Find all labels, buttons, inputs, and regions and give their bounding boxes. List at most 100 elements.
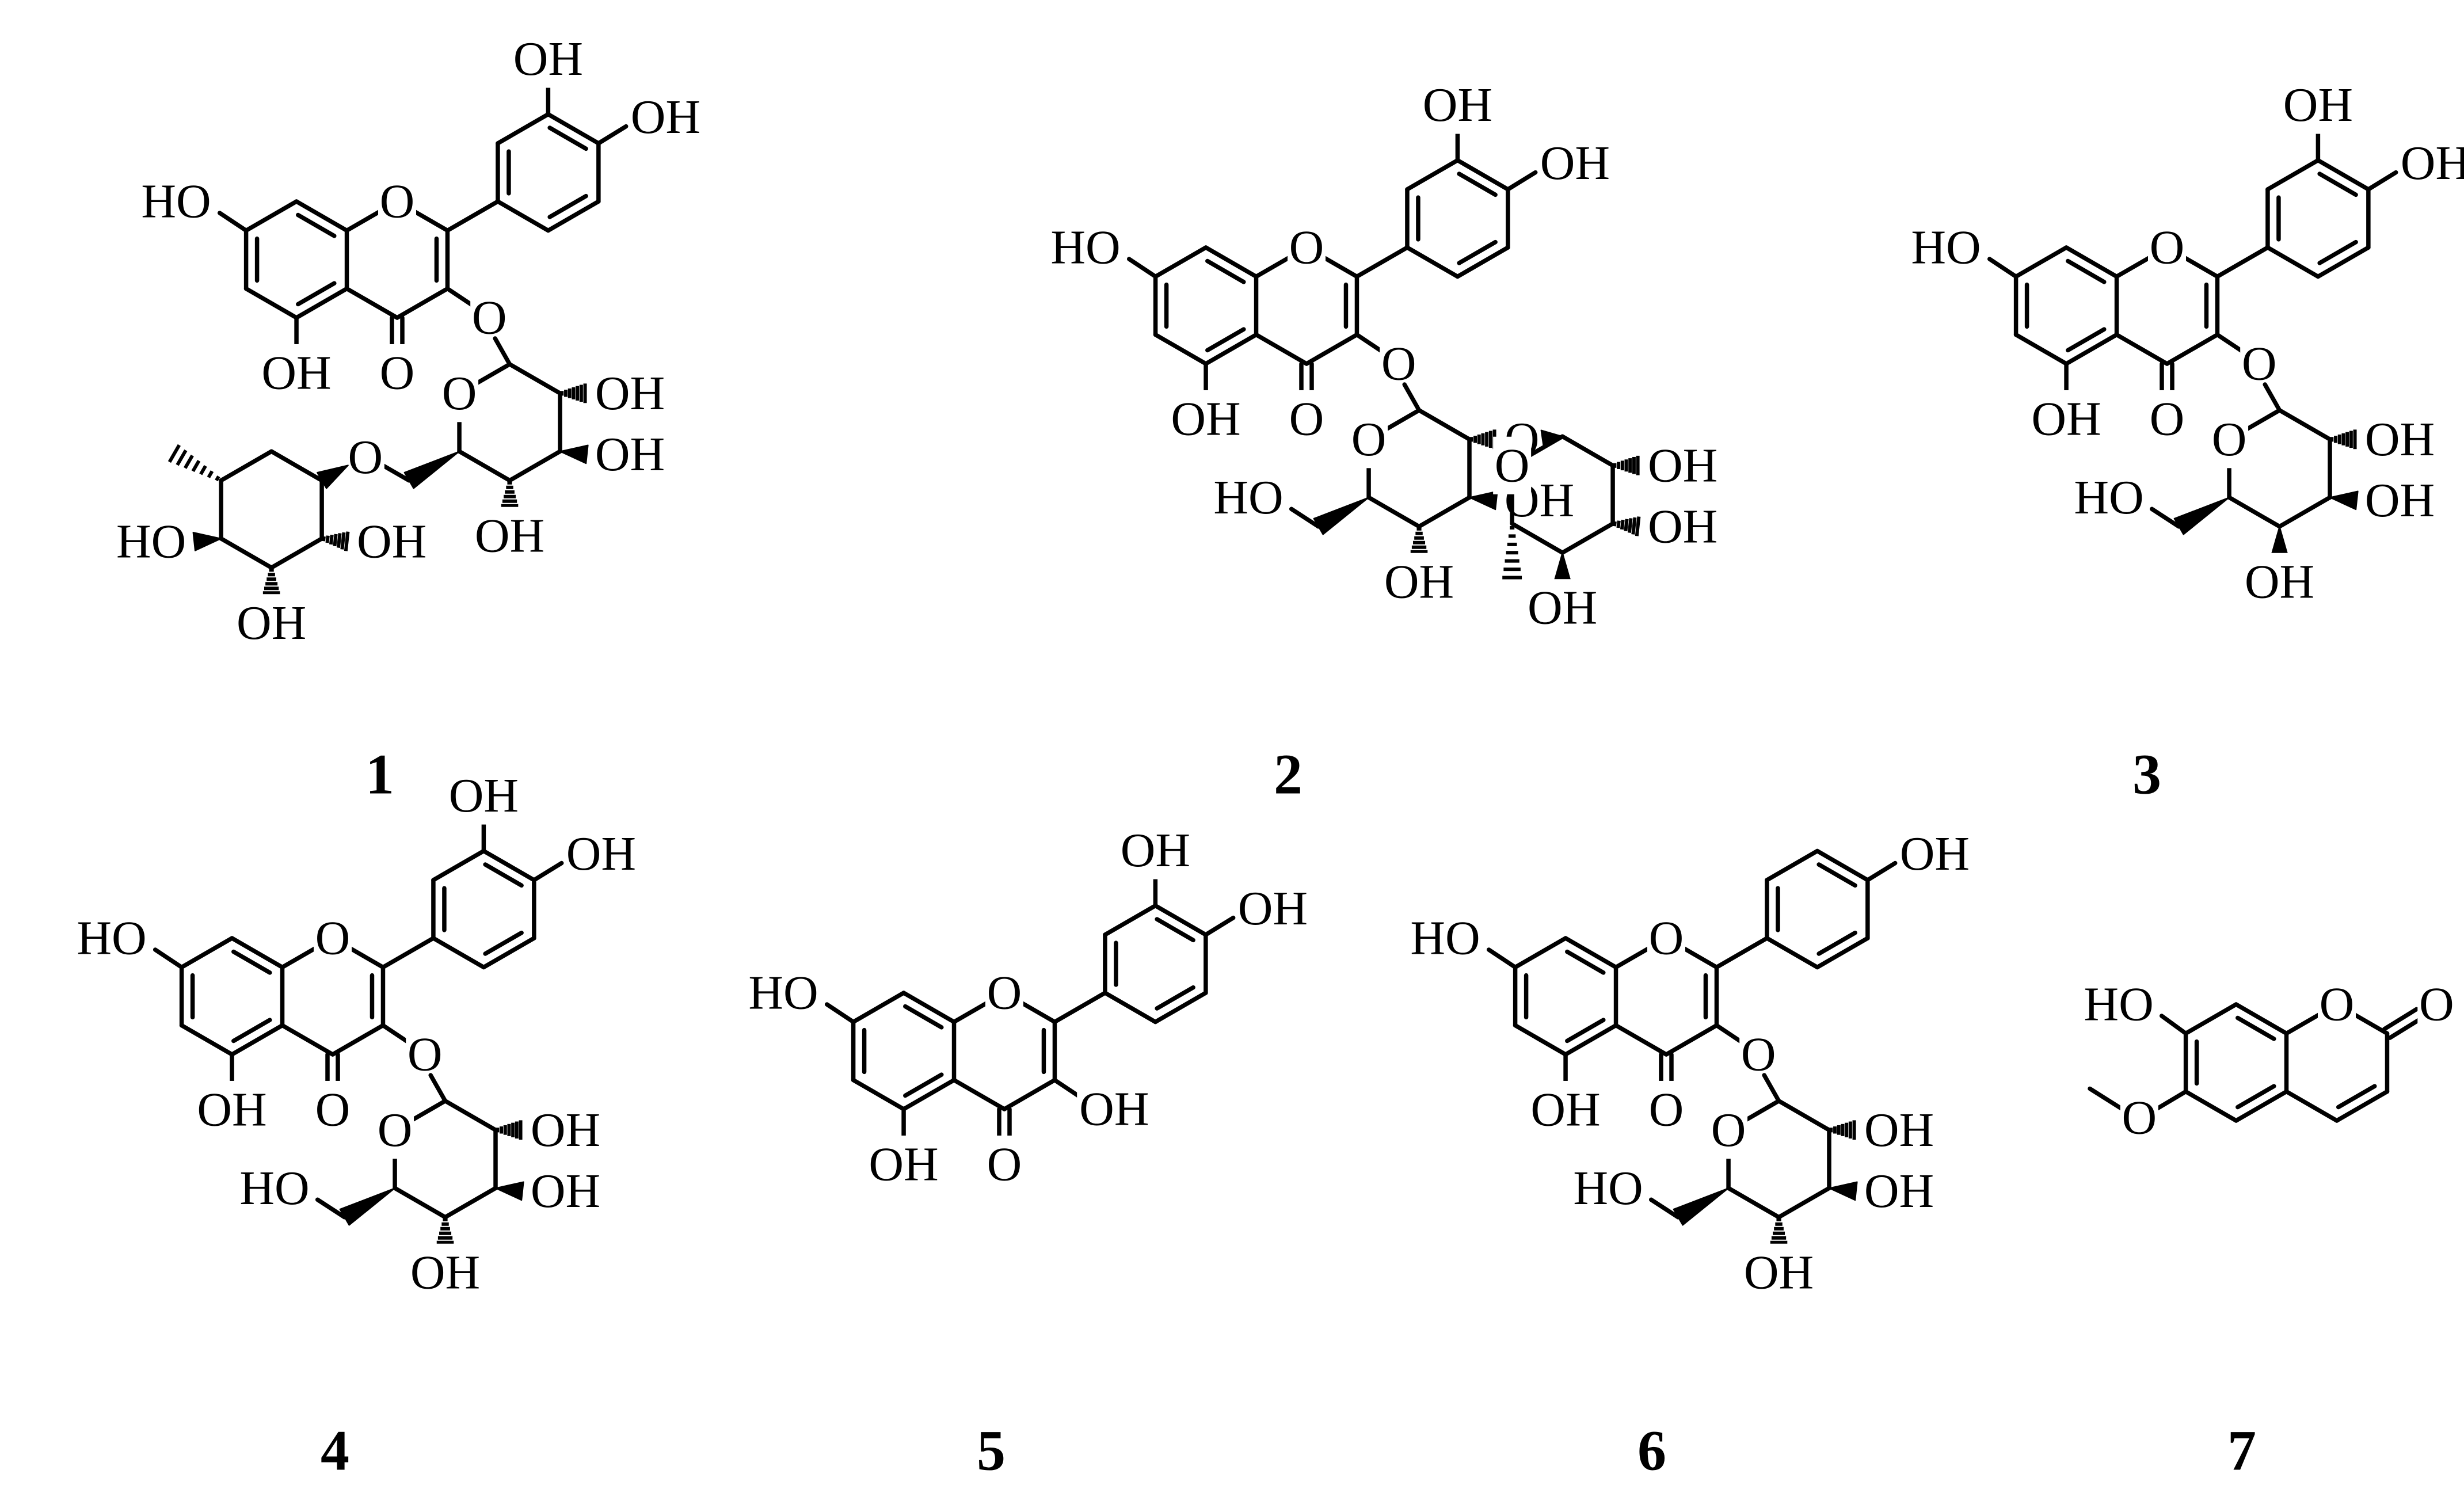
bond <box>1402 382 1422 413</box>
hydroxyl-label: OH <box>261 346 331 399</box>
atom-label-background <box>2318 976 2356 1033</box>
hashed-bond <box>1613 455 1640 475</box>
bond <box>2265 245 2321 279</box>
hash-mark <box>199 465 207 475</box>
bond <box>901 1077 957 1111</box>
hydroxyl-label: OH <box>1648 500 1717 553</box>
bond <box>2366 170 2398 192</box>
bond <box>1103 903 1158 937</box>
hydroxyl-label: OH <box>1530 1083 1600 1136</box>
atom-label-background <box>1897 825 1978 883</box>
atom-label-background <box>985 964 1023 1022</box>
atom-label-background <box>1380 335 1418 393</box>
hash-mark <box>340 532 346 550</box>
hydroxyl-label: HO <box>1050 221 1120 275</box>
bond <box>493 336 512 367</box>
atom-label-background <box>2210 410 2249 469</box>
oxygen-atom-label: O <box>472 291 507 345</box>
hydroxyl-label: OH <box>1900 827 1970 881</box>
double-bond-line <box>2317 239 2358 265</box>
bond <box>2165 332 2220 366</box>
bond <box>179 1023 234 1057</box>
double-bond-line <box>231 949 272 975</box>
bond <box>1506 170 1538 192</box>
wedge-bond <box>339 1187 396 1226</box>
oxygen-atom-label: O <box>315 1083 351 1136</box>
atom-label-background <box>1709 1101 1748 1159</box>
bond <box>1153 991 1208 1025</box>
double-bond-line <box>1816 862 1857 888</box>
bond <box>2183 1002 2238 1036</box>
hashed-bond <box>496 1120 523 1140</box>
bond <box>431 848 486 882</box>
hydroxyl-label: OH <box>410 1246 480 1299</box>
bond <box>294 286 349 320</box>
hydroxyl-label: HO <box>2074 471 2143 524</box>
bond <box>2316 245 2371 279</box>
hydroxyl-label: OH <box>1648 439 1717 492</box>
atom-label-background <box>2239 553 2320 611</box>
hash-mark <box>322 536 326 542</box>
hydroxyl-label: OH <box>566 827 636 881</box>
hash-mark <box>1635 516 1641 536</box>
bond <box>179 936 234 970</box>
bond <box>1052 991 1107 1025</box>
bond <box>507 449 562 483</box>
double-bond-line <box>296 212 337 238</box>
wedge-bond <box>1829 1181 1858 1201</box>
hash-mark <box>215 475 220 482</box>
bond <box>481 848 536 882</box>
hydroxyl-label: HO <box>2084 978 2153 1031</box>
bond <box>546 199 601 233</box>
bond <box>1513 936 1568 970</box>
double-bond-line <box>1457 172 1498 197</box>
hydroxyl-label: HO <box>748 966 818 1020</box>
double-bond-line <box>1565 1018 1606 1044</box>
bond <box>2234 1002 2289 1036</box>
bond <box>2160 1014 2188 1036</box>
wedge-bond <box>495 1181 524 1201</box>
hashed-bond <box>560 383 587 403</box>
atom-label-background <box>1564 1159 1646 1217</box>
bond <box>1776 1099 1831 1133</box>
hashed-bond <box>322 531 350 551</box>
hash-mark <box>191 459 201 473</box>
compound-label-5: 5 <box>977 1419 1006 1483</box>
hydroxyl-label: HO <box>1410 912 1480 965</box>
hydroxyl-label: OH <box>1079 1083 1149 1136</box>
bond <box>507 362 562 396</box>
hydroxyl-label: OH <box>357 515 426 568</box>
hydroxyl-label: HO <box>1573 1162 1643 1215</box>
oxygen-atom-label: O <box>1495 439 1530 492</box>
oxygen-atom-label: O <box>987 1137 1022 1191</box>
oxygen-atom-label: O <box>408 1028 443 1081</box>
bond <box>2277 408 2332 442</box>
double-bond-line <box>547 125 588 151</box>
oxygen-atom-label: O <box>2150 392 2185 445</box>
bond <box>496 112 551 146</box>
double-bond-line <box>296 281 337 307</box>
bond <box>2064 245 2119 279</box>
atom-label-background <box>1647 909 1685 967</box>
hydroxyl-label: OH <box>2365 474 2435 527</box>
hydroxyl-label: HO <box>141 175 211 229</box>
double-bond-line <box>903 1072 944 1098</box>
atom-label-background <box>628 88 709 146</box>
atom-label-background <box>1077 1080 1158 1138</box>
atom-label-background <box>1537 134 1618 192</box>
atom-label-background <box>132 173 214 230</box>
hydroxyl-label: OH <box>1540 136 1610 190</box>
bond <box>1765 848 1820 882</box>
hydroxyl-label: OH <box>513 32 583 86</box>
hydroxyl-label: HO <box>1213 471 1283 524</box>
atom-label-background <box>1739 1026 1778 1083</box>
bond <box>2149 507 2181 529</box>
double-bond-line <box>2317 172 2358 197</box>
atom-label-background <box>378 344 416 402</box>
atom-label-background <box>231 594 312 652</box>
double-bond-line <box>1457 239 1498 265</box>
bond <box>2277 495 2332 529</box>
hydroxyl-label: HO <box>239 1162 309 1215</box>
